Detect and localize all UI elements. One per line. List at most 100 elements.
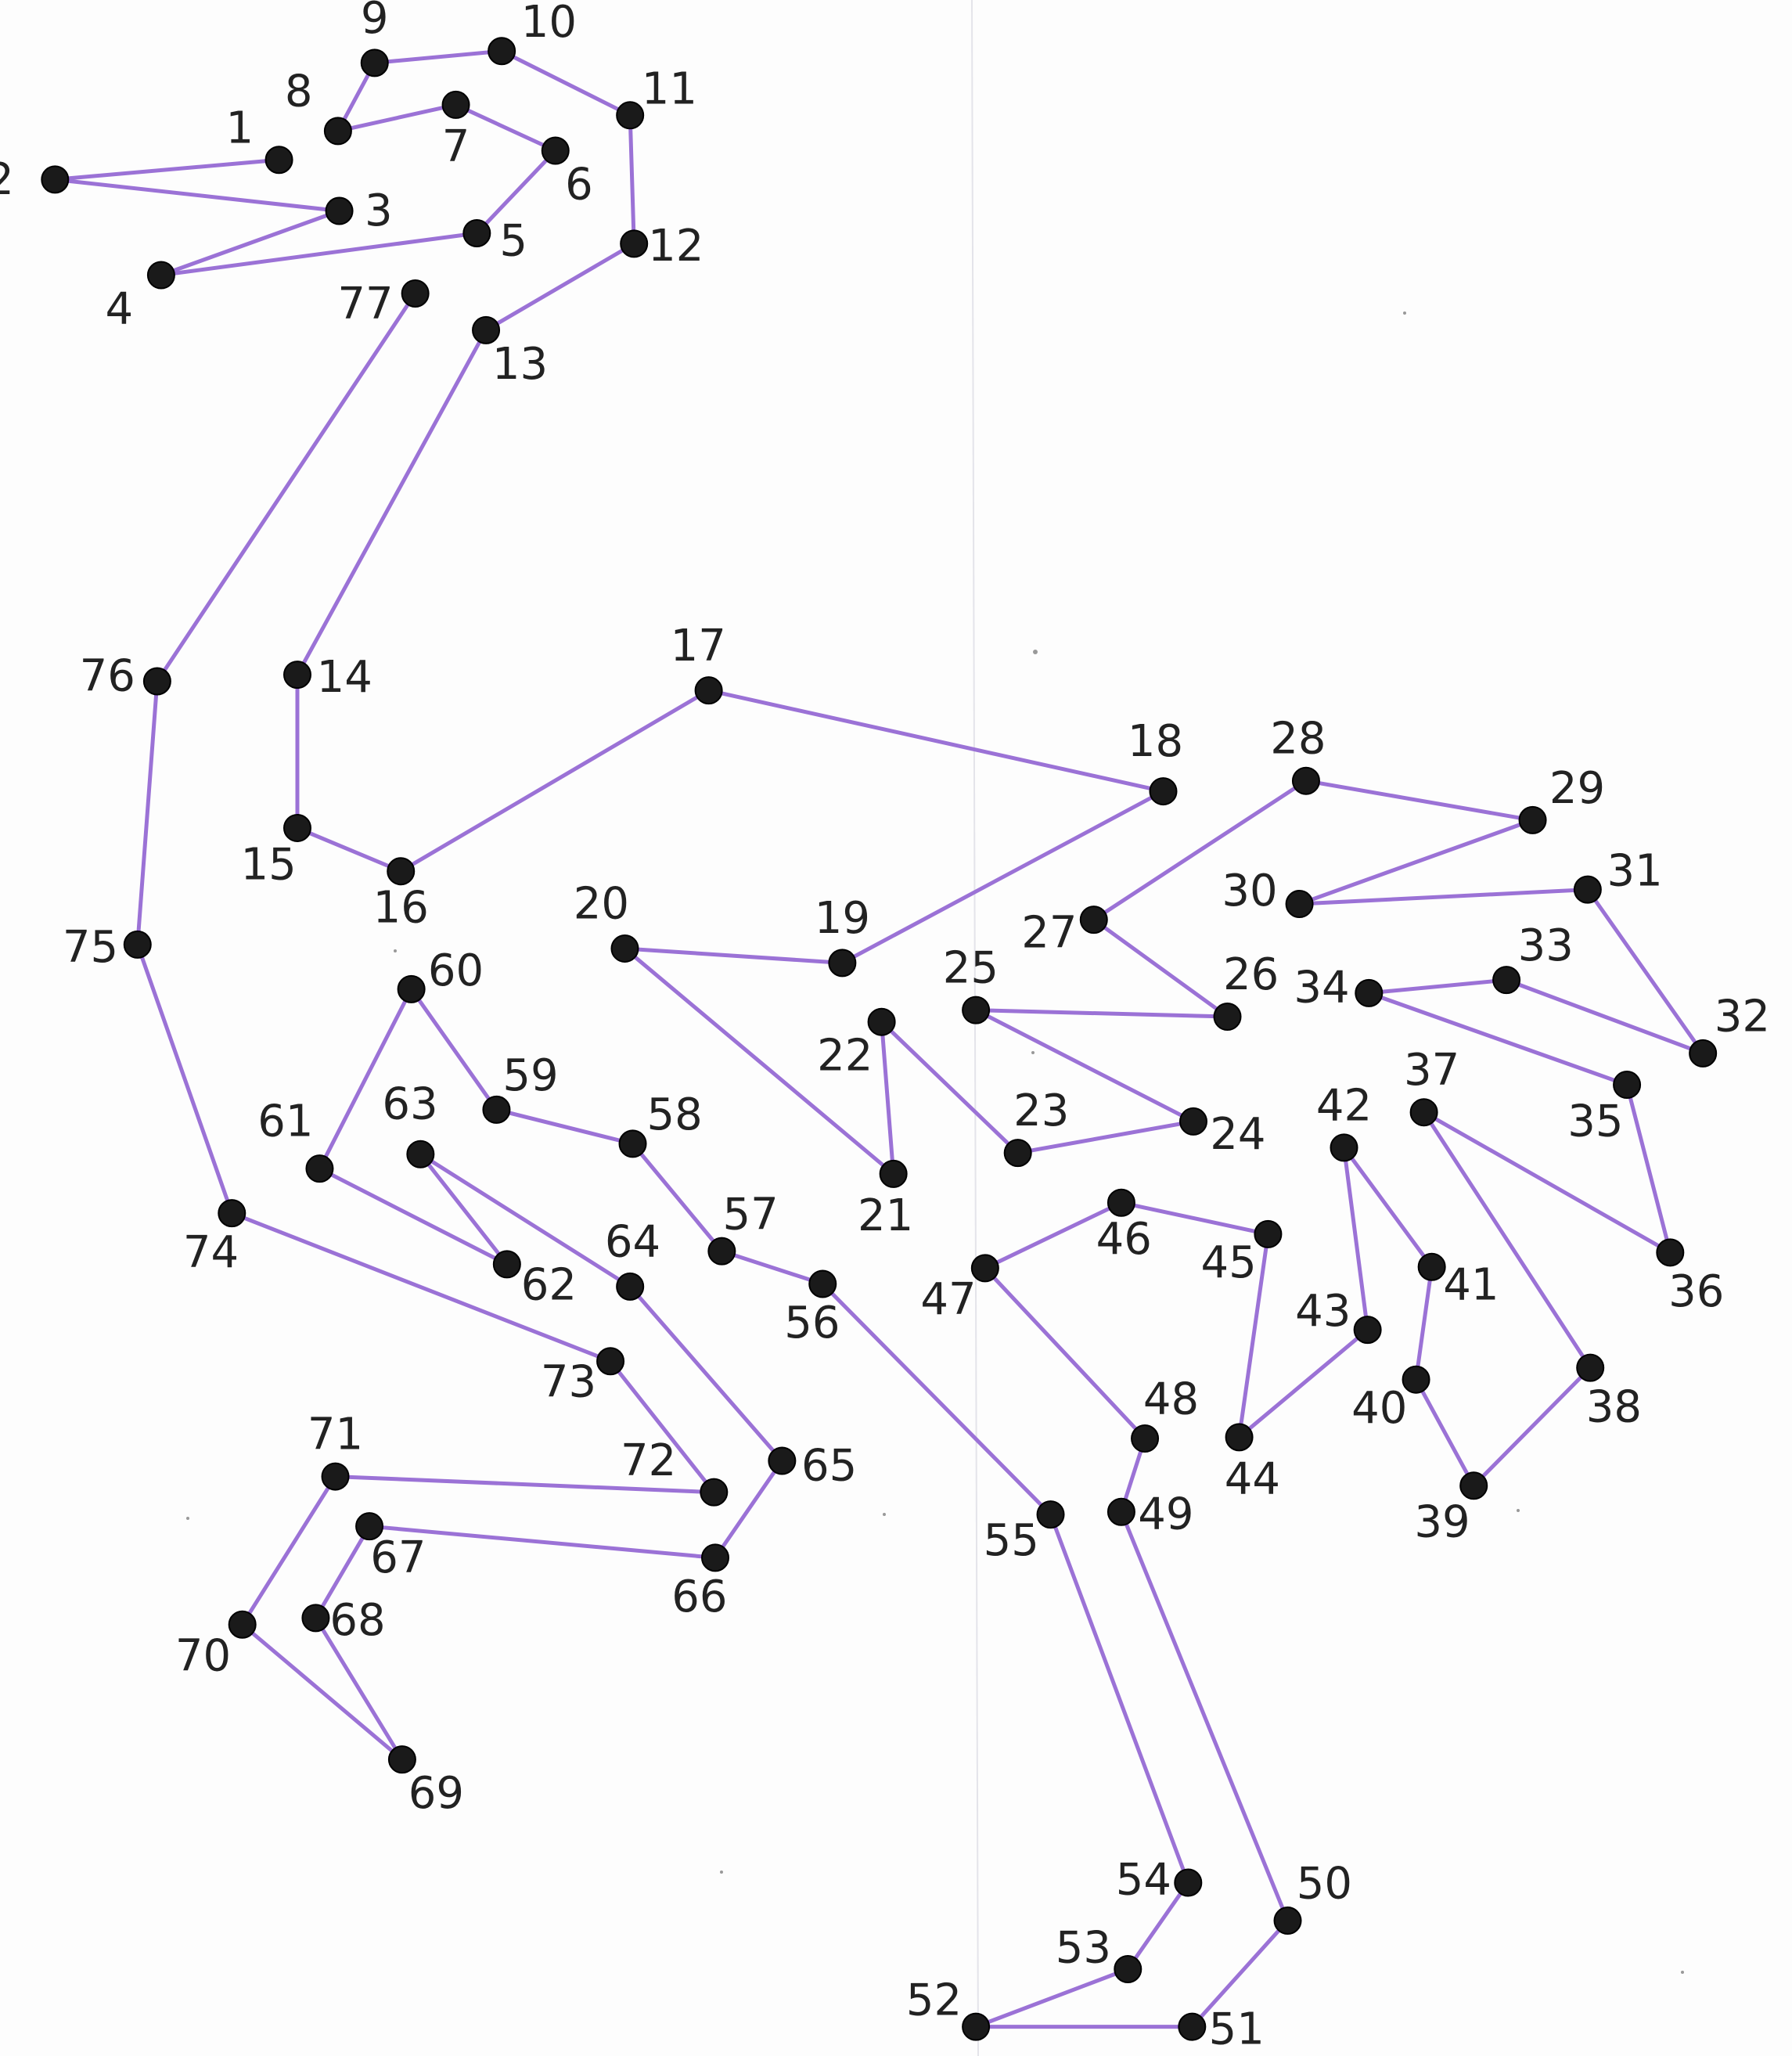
dot-53 (1114, 1954, 1142, 1983)
dot-5 (462, 218, 491, 247)
dot-number-label: 69 (408, 1768, 464, 1819)
dot-70 (228, 1610, 257, 1639)
connecting-lines (52, 49, 1705, 2029)
line-segment-17-18 (707, 688, 1165, 794)
line-segment-56-57 (719, 1249, 825, 1286)
dot-number-label: 15 (241, 839, 297, 890)
dot-number-label: 28 (1270, 714, 1326, 765)
dot-77 (401, 279, 430, 308)
dot-number-label: 42 (1316, 1080, 1372, 1131)
dot-number-label: 58 (646, 1089, 702, 1140)
dot-number-label: 6 (565, 160, 593, 211)
dot-51 (1178, 2012, 1207, 2041)
dot-number-label: 25 (943, 943, 999, 994)
dot-3 (325, 196, 354, 225)
line-segment-27-28 (1092, 779, 1308, 922)
line-segment-5-6 (474, 149, 558, 236)
line-segment-21-22 (880, 1020, 896, 1176)
line-segment-61-62 (317, 1166, 509, 1266)
line-segment-35-36 (1625, 1082, 1672, 1255)
dot-number-label: 11 (642, 63, 697, 114)
dot-number-label: 72 (621, 1435, 676, 1486)
dot-59 (482, 1095, 511, 1124)
dot-16 (387, 857, 416, 886)
line-segment-30-31 (1297, 888, 1590, 906)
dot-number-label: 74 (183, 1227, 239, 1278)
line-segment-41-42 (1342, 1145, 1434, 1269)
line-segment-65-66 (713, 1458, 784, 1560)
dot-number-label: 2 (0, 154, 14, 205)
line-segment-7-8 (336, 103, 459, 133)
dot-number-label: 59 (502, 1050, 558, 1101)
line-segment-40-41 (1414, 1265, 1434, 1382)
dot-11 (616, 101, 645, 130)
dot-65 (768, 1446, 797, 1475)
dot-number-label: 17 (671, 621, 726, 672)
line-segment-29-30 (1297, 818, 1535, 906)
dot-55 (1036, 1500, 1065, 1529)
line-segment-54-55 (1049, 1512, 1190, 1885)
dot-25 (962, 996, 991, 1024)
line-segment-13-14 (295, 328, 488, 677)
dot-number-label: 47 (920, 1274, 976, 1325)
dot-number-label: 40 (1351, 1383, 1407, 1434)
dot-50 (1273, 1907, 1302, 1935)
dot-number-label: 45 (1201, 1237, 1257, 1288)
dot-number-label: 53 (1056, 1923, 1111, 1974)
line-segment-6-7 (454, 103, 558, 153)
dot-42 (1330, 1133, 1358, 1162)
dot-number-label: 68 (329, 1595, 385, 1646)
line-segment-63-64 (418, 1152, 632, 1289)
dot-52 (962, 2012, 991, 2041)
line-segment-49-50 (1119, 1510, 1290, 1923)
line-segment-38-39 (1471, 1366, 1592, 1488)
line-segment-42-43 (1342, 1145, 1370, 1332)
line-segment-28-29 (1304, 779, 1535, 823)
line-segment-31-32 (1585, 888, 1705, 1056)
line-segment-15-16 (295, 826, 403, 873)
dot-57 (707, 1237, 736, 1266)
line-segment-69-70 (240, 1622, 405, 1762)
dot-number-label: 52 (906, 1975, 962, 2026)
dot-75 (123, 930, 152, 959)
dot-number-label: 67 (370, 1532, 426, 1583)
dot-number-label: 50 (1297, 1859, 1352, 1910)
dot-number-label: 1 (226, 103, 254, 154)
line-segment-32-33 (1504, 978, 1705, 1056)
paper-specks (186, 311, 1684, 1974)
dot-number-label: 32 (1715, 991, 1770, 1042)
dot-13 (472, 315, 501, 344)
dot-number-label: 51 (1209, 2004, 1265, 2054)
line-segment-4-5 (159, 231, 479, 278)
line-segment-55-56 (820, 1281, 1053, 1517)
dot-14 (282, 661, 311, 690)
dot-number-label: 14 (317, 652, 372, 703)
dot-72 (700, 1478, 729, 1507)
dot-30 (1285, 890, 1314, 919)
dot-9 (360, 49, 389, 77)
dot-23 (1003, 1139, 1032, 1168)
dot-34 (1355, 978, 1384, 1007)
line-segment-25-26 (973, 1008, 1230, 1019)
dot-58 (618, 1129, 647, 1158)
dot-45 (1254, 1219, 1283, 1248)
line-segment-72-73 (608, 1359, 716, 1495)
dot-number-label: 29 (1549, 763, 1605, 814)
line-segment-3-4 (159, 209, 342, 278)
line-segment-39-40 (1414, 1377, 1476, 1488)
line-segment-57-58 (631, 1141, 724, 1254)
line-segment-2-3 (52, 177, 342, 214)
line-segment-12-13 (484, 241, 636, 333)
dot-number-label: 31 (1607, 846, 1662, 897)
line-segment-9-10 (372, 49, 504, 65)
dot-24 (1178, 1107, 1207, 1136)
line-segment-43-44 (1237, 1327, 1370, 1439)
line-segment-24-25 (973, 1008, 1196, 1124)
dot-21 (879, 1159, 908, 1188)
line-segment-74-75 (135, 942, 234, 1215)
dot-number-label: 49 (1138, 1489, 1193, 1540)
line-segment-50-51 (1189, 1918, 1290, 2029)
line-segment-16-17 (398, 688, 711, 873)
dot-33 (1492, 966, 1521, 995)
dot-68 (301, 1604, 330, 1633)
